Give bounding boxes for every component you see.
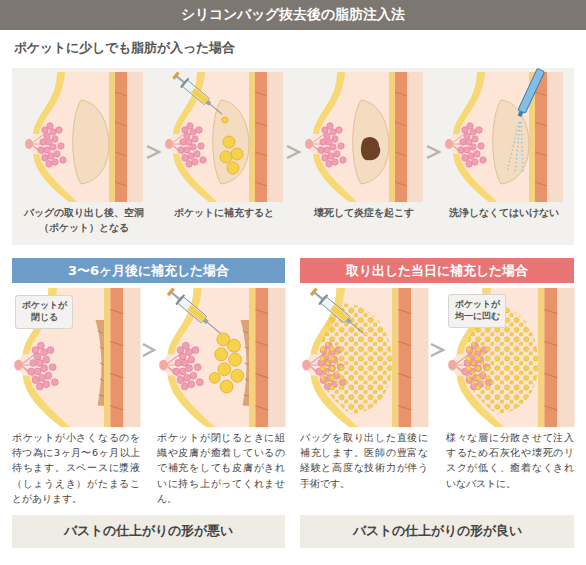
step-caption: バッグの取り出し後、空洞（ポケット）となる <box>24 205 144 235</box>
breast-illustration <box>165 70 283 202</box>
breast-illustration <box>14 288 140 427</box>
step-panel: 様々な層に分散させて注入するため石灰化や壊死のリスクが低く、癒着なくきれいなバス… <box>446 288 574 508</box>
step-caption: 洗浄しなくてはいけない <box>444 205 564 220</box>
step-arrow <box>147 146 159 158</box>
header-text: 取り出した当日に補充した場合 <box>346 262 528 280</box>
breast-illustration <box>25 72 143 202</box>
title-band: シリコンバッグ抜去後の脂肪注入法 <box>0 0 586 30</box>
breast-illustration <box>448 288 574 427</box>
step-caption: バッグを取り出した直後に補充します。医師の豊富な経験と高度な技術力が伴う手術です… <box>300 430 428 491</box>
callout-text: ポケットが均一に凹む <box>453 299 501 322</box>
title-text: シリコンバッグ抜去後の脂肪注入法 <box>181 6 405 24</box>
panel-ground <box>12 68 574 245</box>
breast-illustration <box>445 68 563 202</box>
breast-illustration <box>302 286 428 427</box>
step-arrow <box>143 344 154 356</box>
step-panel: ポケットが閉じるときに組織や皮膚が癒着しているので補充をしても皮膚がきれいに持ち… <box>157 288 285 508</box>
step-panel: 壊死して炎症を起こす <box>302 72 424 242</box>
result-band: バストの仕上がりの形が良い <box>300 515 574 548</box>
step-caption: 壊死して炎症を起こす <box>304 205 424 220</box>
result-band: バストの仕上がりの形が悪い <box>12 515 285 548</box>
breast-illustration <box>159 286 285 427</box>
result-text: バストの仕上がりの形が良い <box>353 523 522 540</box>
step-panel: ポケットが小さくなるのを待つ為に3ヶ月〜6ヶ月以上待ちます。スペースに漿液（しょ… <box>12 288 140 508</box>
step-arrow <box>431 344 443 356</box>
step-arrow <box>287 146 299 158</box>
callout-box: ポケットが均一に凹む <box>448 294 506 328</box>
panel-heading: ポケットに少しでも脂肪が入った場合 <box>14 38 574 58</box>
case-panel: ポケットに少しでも脂肪が入った場合バッグの取り出し後、空洞（ポケット）となる ポケ… <box>12 38 574 245</box>
step-panel: バッグの取り出し後、空洞（ポケット）となる <box>22 72 144 242</box>
breast-illustration <box>305 72 423 202</box>
step-arrow <box>427 146 439 158</box>
case-header: 取り出した当日に補充した場合 <box>300 258 574 283</box>
step-caption: 様々な層に分散させて注入するため石灰化や壊死のリスクが低く、癒着なくきれいなバス… <box>446 430 574 491</box>
step-caption: ポケットに補充すると <box>164 205 284 220</box>
callout-text: ポケットが閉じる <box>20 300 68 323</box>
case-header: 3〜6ヶ月後に補充した場合 <box>12 258 285 283</box>
step-panel: バッグを取り出した直後に補充します。医師の豊富な経験と高度な技術力が伴う手術です… <box>300 288 428 508</box>
result-text: バストの仕上がりの形が悪い <box>64 523 233 540</box>
step-caption: ポケットが小さくなるのを待つ為に3ヶ月〜6ヶ月以上待ちます。スペースに漿液（しょ… <box>12 430 140 506</box>
step-caption: ポケットが閉じるときに組織や皮膚が癒着しているので補充をしても皮膚がきれいに持ち… <box>157 430 285 506</box>
callout-box: ポケットが閉じる <box>15 295 73 329</box>
step-panel: ポケットに補充すると <box>162 72 284 242</box>
step-panel: 洗浄しなくてはいけない <box>442 72 564 242</box>
header-text: 3〜6ヶ月後に補充した場合 <box>68 262 229 280</box>
